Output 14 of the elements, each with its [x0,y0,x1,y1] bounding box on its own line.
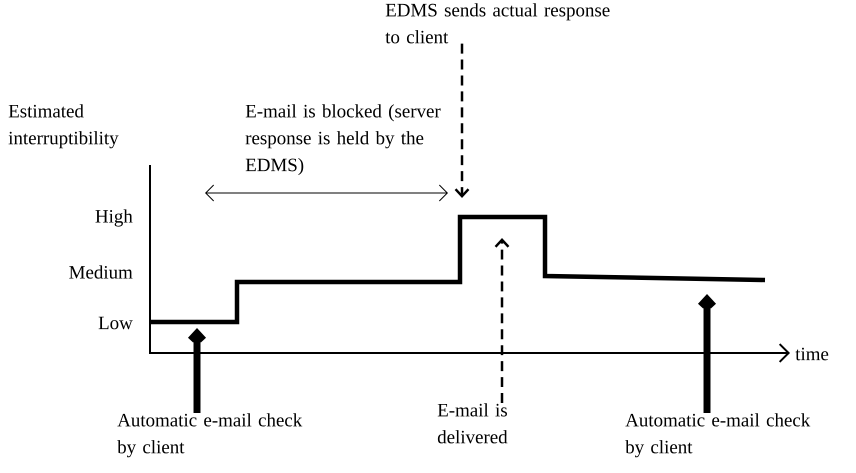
level-label: Low [98,316,133,330]
dashed-arrow [494,238,510,403]
dashed-arrow [454,44,470,198]
arrow [698,294,716,413]
caption-text: E-mail is delivered [438,403,508,444]
caption-text: EDMS sends actual response to client [385,3,610,44]
axis-title: time [795,348,828,360]
annotation-text: E-mail is blocked (server response is held by the EDMS) [246,104,441,176]
arrow [188,328,206,413]
level-label: Medium [69,265,132,279]
caption-text: Automatic e-mail check by client [625,413,810,458]
caption-text: Automatic e-mail check by client [117,413,302,458]
level-label: High [96,209,133,227]
axis-title: Estimated interruptibility [8,104,119,148]
